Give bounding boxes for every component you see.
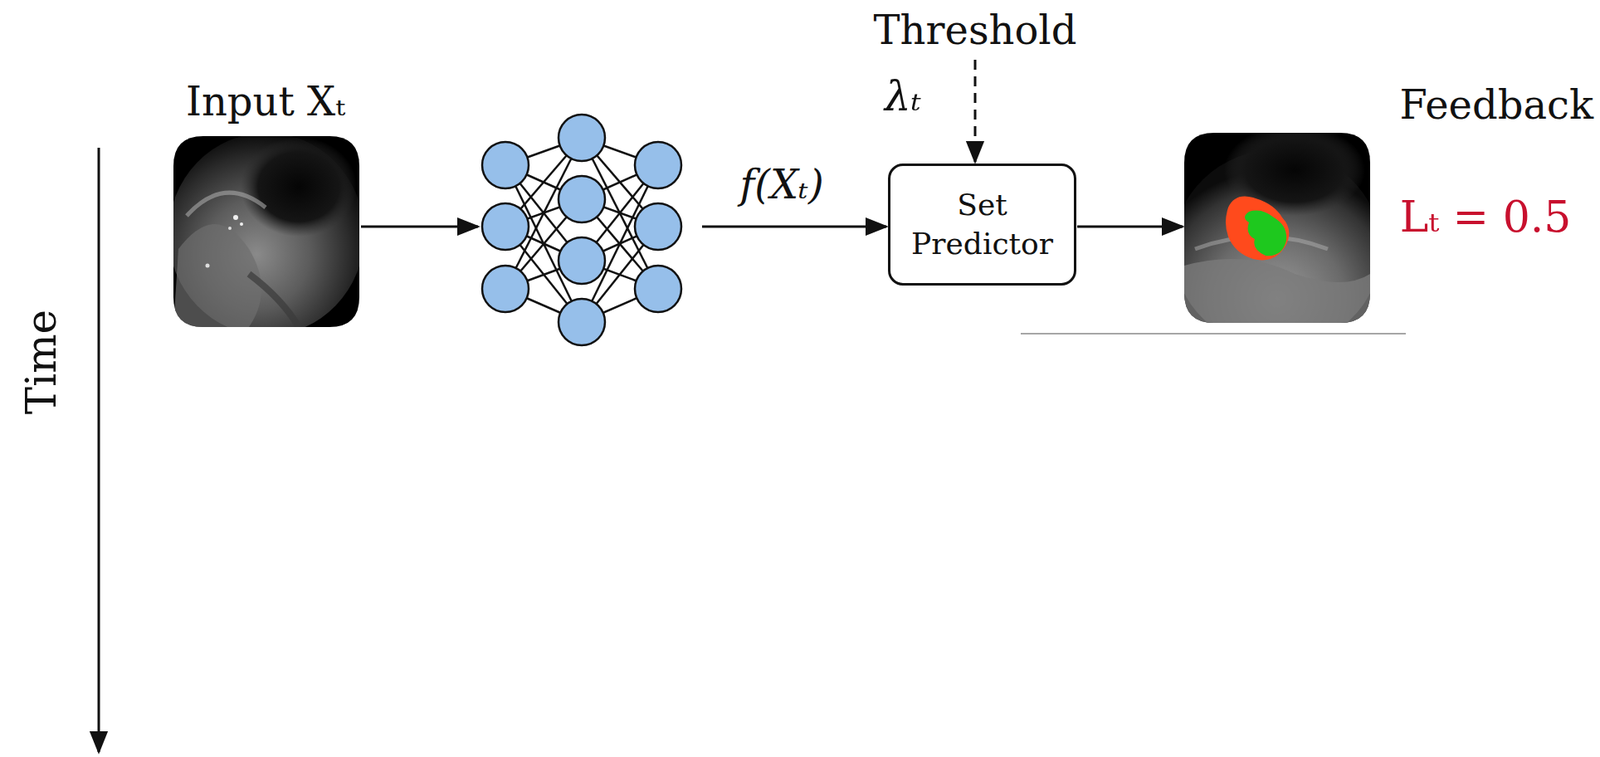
- neural-network: [482, 114, 682, 346]
- arrow: [702, 225, 887, 229]
- neuron: [482, 265, 529, 313]
- input-label: Input Xₜ: [185, 79, 346, 124]
- process-box: Set Predictor: [887, 163, 1077, 286]
- time-arrow: [97, 147, 101, 752]
- function-label: f(Xₜ): [739, 162, 824, 207]
- neuron: [634, 203, 682, 250]
- parameter-label: λₜ: [884, 73, 922, 120]
- threshold-label: Threshold: [873, 8, 1078, 53]
- output-image: [1173, 124, 1381, 349]
- arrow: [360, 225, 479, 229]
- loss-value: Lₜ = 0.5: [1400, 193, 1572, 241]
- neuron: [634, 141, 682, 189]
- neuron: [558, 237, 605, 284]
- axis-label: Time: [19, 309, 65, 415]
- neuron: [558, 298, 605, 346]
- neuron: [558, 175, 605, 223]
- feedback-label: Feedback: [1399, 82, 1594, 127]
- box-label: Set Predictor: [908, 185, 1056, 264]
- neuron: [558, 114, 605, 161]
- true-region: [1244, 210, 1287, 257]
- neuron: [482, 141, 529, 189]
- separator-line: [1020, 332, 1406, 335]
- neuron: [482, 203, 529, 250]
- input-image: [168, 132, 365, 336]
- neuron: [634, 265, 682, 313]
- arrow: [1077, 225, 1183, 229]
- dashed-arrow: [974, 59, 977, 162]
- predicted-region: [1225, 196, 1289, 261]
